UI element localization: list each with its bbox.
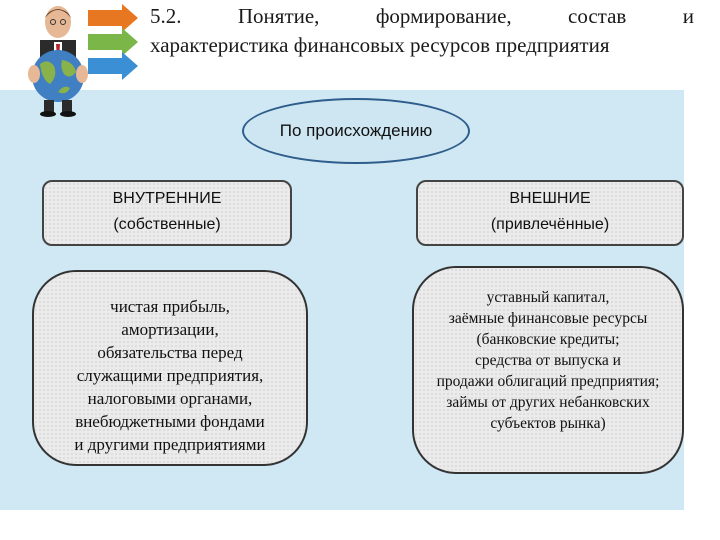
internal-sources-list: чистая прибыль, амортизации, обязательст… <box>74 295 265 456</box>
list-item: продажи облигаций предприятия; <box>436 372 660 390</box>
internal-heading: ВНУТРЕННИЕ <box>112 190 222 207</box>
internal-box: ВНУТРЕННИЕ (собственные) <box>42 180 292 246</box>
businessman-globe-icon <box>28 6 88 117</box>
list-item: займы от других небанковских <box>446 393 650 411</box>
origin-ellipse: По происхождению <box>242 98 470 164</box>
title-word: и <box>682 4 694 28</box>
title-word: 5.2. <box>150 4 182 28</box>
internal-header: ВНУТРЕННИЕ (собственные) <box>44 190 290 234</box>
slide-title: 5.2. Понятие, формирование, состав и хар… <box>150 2 694 60</box>
list-item: налоговыми органами, <box>87 388 253 408</box>
right-strip <box>684 90 720 510</box>
origin-label: По происхождению <box>279 121 433 140</box>
external-header: ВНЕШНИЕ (привлечённые) <box>418 190 682 234</box>
external-sources-box: уставный капитал, заёмные финансовые рес… <box>412 266 684 474</box>
list-item: (банковские кредиты; <box>476 330 620 348</box>
external-sources-list: уставный капитал, заёмные финансовые рес… <box>437 287 660 434</box>
list-item: и другими предприятиями <box>74 434 266 454</box>
internal-sources-box: чистая прибыль, амортизации, обязательст… <box>32 270 308 466</box>
title-word: Понятие, <box>237 4 320 28</box>
list-item: обязательства перед <box>97 342 243 362</box>
title-word: состав <box>568 4 627 28</box>
external-heading: ВНЕШНИЕ <box>509 190 591 207</box>
list-item: амортизации, <box>121 319 219 339</box>
list-item: уставный капитал, <box>486 288 610 306</box>
title-line-2: характеристика финансовых ресурсов предп… <box>150 33 610 57</box>
list-item: служащими предприятия, <box>76 365 264 385</box>
external-box: ВНЕШНИЕ (привлечённые) <box>416 180 684 246</box>
external-subheading: (привлечённые) <box>490 216 610 233</box>
list-item: чистая прибыль, <box>110 296 230 316</box>
list-item: средства от выпуска и <box>475 351 621 369</box>
internal-subheading: (собственные) <box>113 216 221 233</box>
decorative-arrows-icon <box>88 4 138 80</box>
title-line-1: 5.2. Понятие, формирование, состав и <box>150 2 694 31</box>
title-word: формирование, <box>375 4 512 28</box>
list-item: внебюджетными фондами <box>75 411 265 431</box>
list-item: субъектов рынка) <box>490 414 606 432</box>
list-item: заёмные финансовые ресурсы <box>448 309 648 327</box>
